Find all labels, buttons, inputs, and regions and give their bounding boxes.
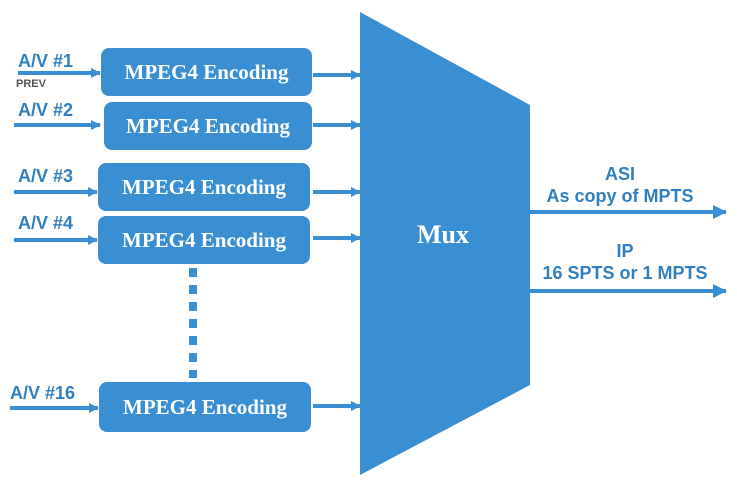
encoder-block-4: MPEG4 Encoding — [98, 216, 310, 264]
output-ip-line2: 16 SPTS or 1 MPTS — [542, 263, 708, 283]
input-label-3: A/V #3 — [18, 166, 74, 186]
mux-block — [360, 12, 530, 475]
output-ip-line1: IP — [616, 241, 634, 261]
input-label-4: A/V #4 — [18, 213, 74, 233]
output-asi-line1: ASI — [604, 164, 635, 184]
input-sublabel-1: PREV — [16, 78, 46, 90]
output-label-ip: IP 16 SPTS or 1 MPTS — [530, 240, 720, 284]
encoder-block-2: MPEG4 Encoding — [104, 102, 312, 150]
input-label-2: A/V #2 — [18, 100, 74, 120]
output-label-asi: ASI As copy of MPTS — [530, 163, 710, 207]
encoder-block-16: MPEG4 Encoding — [99, 382, 311, 432]
output-asi-line2: As copy of MPTS — [546, 186, 694, 206]
mux-label: Mux — [417, 220, 469, 249]
input-label-1: A/V #1 — [18, 51, 74, 71]
input-label-16: A/V #16 — [10, 383, 76, 403]
encoder-block-3: MPEG4 Encoding — [98, 163, 310, 211]
encoder-block-1: MPEG4 Encoding — [101, 48, 312, 96]
